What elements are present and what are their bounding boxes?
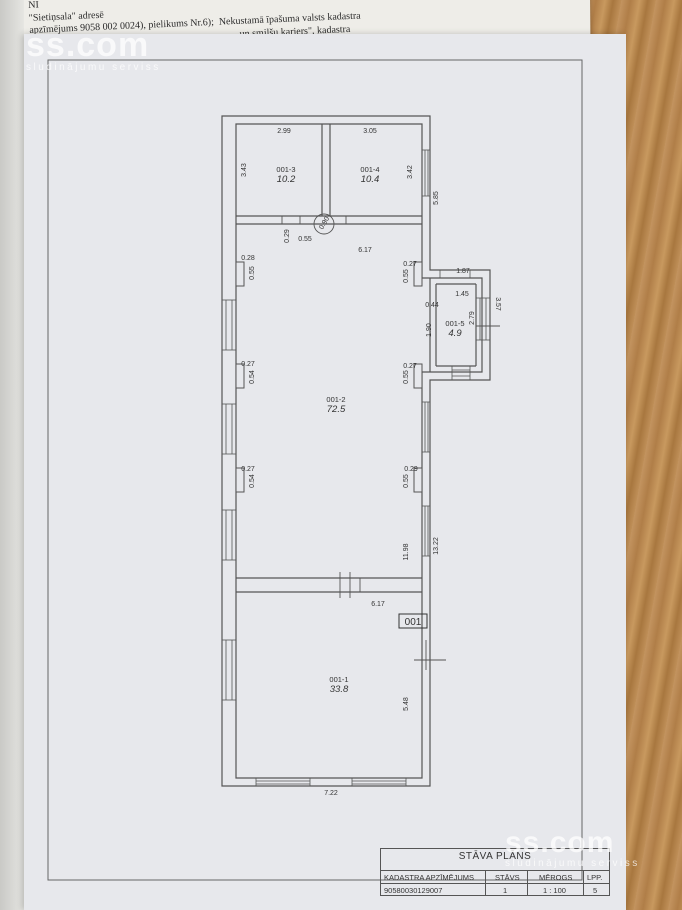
dimension-label: 0.55 <box>403 474 410 488</box>
dimension-label: 3.43 <box>241 163 248 177</box>
dimension-label: 2.79 <box>469 311 476 325</box>
room-area: 10.4 <box>361 174 380 185</box>
title-block-divider <box>485 870 486 895</box>
room-id: 001-2 <box>326 395 345 404</box>
floor-label: 001 <box>405 617 422 628</box>
dimension-label: 0.29 <box>404 466 418 473</box>
title-block-header-scale: MĒROGS <box>539 873 573 882</box>
title-block-divider <box>527 870 528 895</box>
dimension-label: 0.55 <box>249 266 256 280</box>
watermark-tagline: sludinājumu serviss <box>26 62 161 73</box>
dimension-label: 2.99 <box>277 128 291 135</box>
title-block-divider <box>381 883 609 884</box>
wall-pilasters <box>235 261 423 493</box>
dimension-label: 0.27 <box>403 261 417 268</box>
room-area: 4.9 <box>448 328 462 339</box>
dimension-label: 3.57 <box>494 297 501 311</box>
watermark-logo: ss.com <box>26 26 150 64</box>
room-id: 001-4 <box>360 165 379 174</box>
room-id: 001-1 <box>329 675 348 684</box>
dimension-label: 3.42 <box>407 165 414 179</box>
dimension-label: 6.17 <box>371 601 385 608</box>
dimension-label: 1.90 <box>426 323 433 337</box>
dimension-label: 13.22 <box>433 537 440 555</box>
floor-label-box <box>398 613 428 629</box>
dimension-label: 0.27 <box>241 361 255 368</box>
floor-plan-sheet <box>24 34 626 910</box>
dimension-label: 0.28 <box>241 255 255 262</box>
dimension-label: 6.17 <box>358 247 372 254</box>
windows <box>222 149 490 786</box>
room-id: 001-5 <box>445 319 464 328</box>
paper-edge-shadow <box>0 0 24 910</box>
dimension-label: 1.87 <box>456 268 470 275</box>
room-area: 33.8 <box>330 684 349 695</box>
dimension-labels: 2.99 3.05 3.43 3.42 5.85 0.29 0.55 0.90 … <box>241 128 501 797</box>
floor-number: 1 <box>503 886 508 895</box>
dimension-label: 0.55 <box>403 370 410 384</box>
room-area: 72.5 <box>327 404 346 415</box>
room-area: 10.2 <box>277 174 296 185</box>
drawing-frame <box>47 59 583 881</box>
dimension-label: 0.90 <box>318 216 331 231</box>
dimension-label: 0.54 <box>249 370 256 384</box>
watermark-tagline: sludinājumu serviss <box>505 858 640 869</box>
title-block-header-page: LPP. <box>587 873 603 882</box>
title-block-header-floor: STĀVS <box>495 873 520 882</box>
watermark-top: ss.com sludinājumu serviss <box>26 28 161 74</box>
title-block-header-cadastre: KADASTRA APZĪMĒJUMS <box>384 873 475 882</box>
dimension-label: 0.44 <box>425 302 439 309</box>
scale-value: 1 : 100 <box>543 886 566 895</box>
dimension-label: 0.54 <box>249 474 256 488</box>
title-block: STĀVA PLĀNS KADASTRA APZĪMĒJUMS STĀVS MĒ… <box>380 848 610 896</box>
dimension-label: 0.29 <box>284 229 291 243</box>
dimension-label: 7.22 <box>324 790 338 797</box>
dimension-label: 0.27 <box>241 466 255 473</box>
watermark-bottom: ss.com sludinājumu serviss <box>505 828 640 870</box>
dimension-label: 5.85 <box>433 191 440 205</box>
page-number: 5 <box>593 886 598 895</box>
watermark-logo: ss.com <box>505 826 615 859</box>
dimension-label: 1.45 <box>455 291 469 298</box>
dimension-label: 0.55 <box>298 236 312 243</box>
doors <box>281 213 500 670</box>
dimension-label: 11.98 <box>403 543 410 560</box>
room-id: 001-3 <box>276 165 295 174</box>
title-block-divider <box>583 870 584 895</box>
dimension-label: 5.48 <box>403 697 410 711</box>
cadastre-number: 90580030129007 <box>384 886 443 895</box>
dimension-label: 0.27 <box>403 363 417 370</box>
walls <box>221 115 491 787</box>
title-block-divider <box>381 870 609 871</box>
dimension-label: 3.05 <box>363 128 377 135</box>
title-block-title: STĀVA PLĀNS <box>458 851 532 862</box>
dimension-label: 0.55 <box>403 269 410 283</box>
